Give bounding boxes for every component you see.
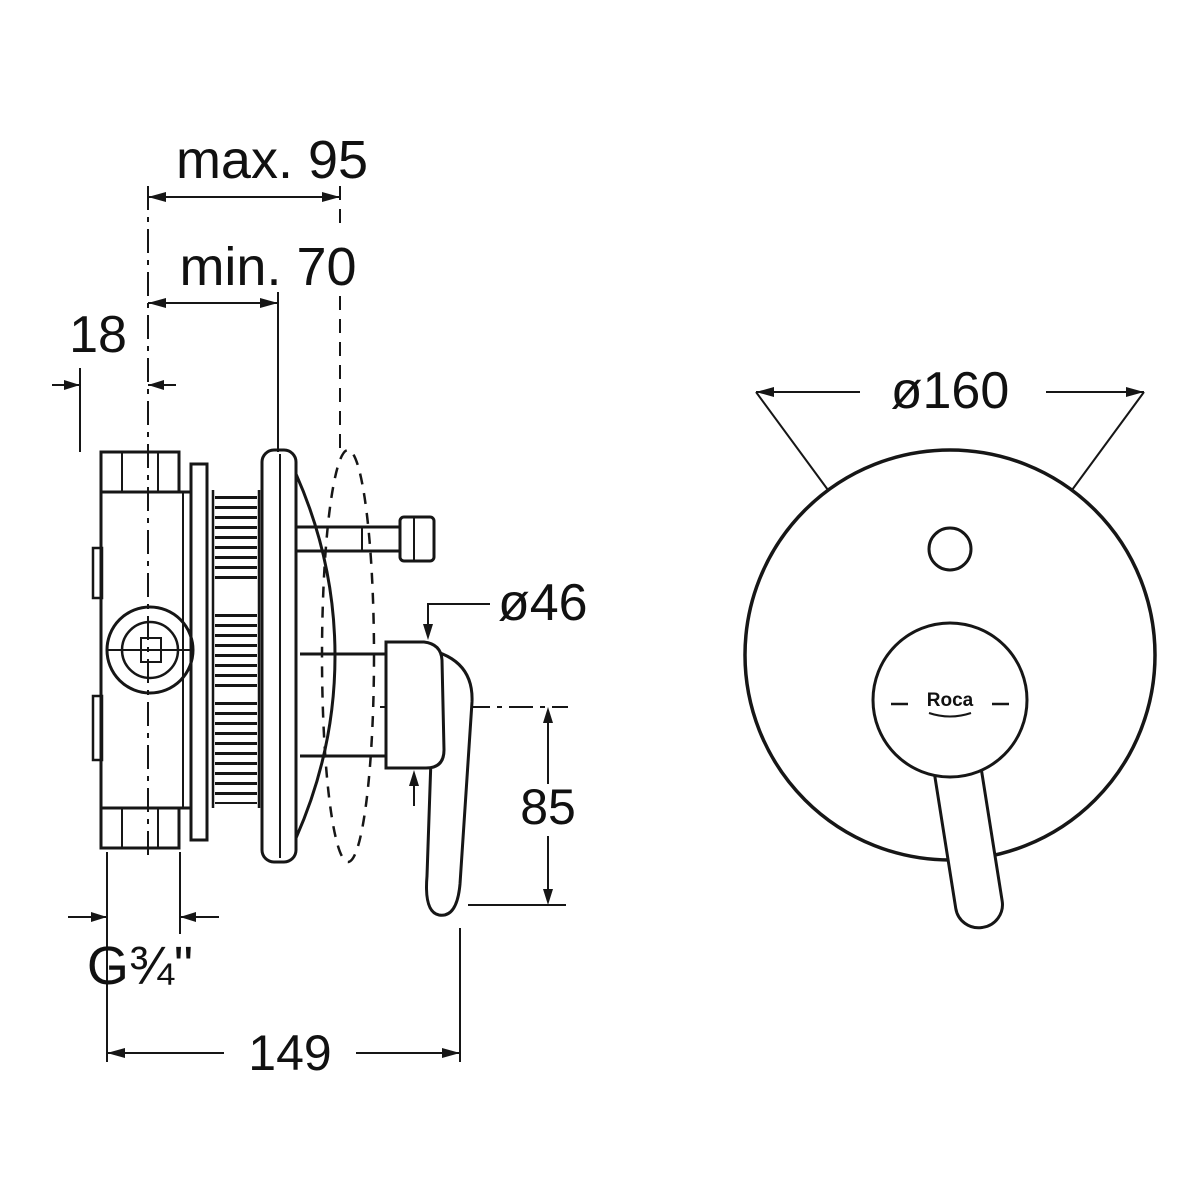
- dim-plate-diameter-label: ø160: [891, 362, 1010, 420]
- plate-dome-curve: [294, 473, 337, 839]
- dimension-labels: max. 95 min. 70 18 ø46 85 G¾" 149 ø160: [69, 130, 1009, 1081]
- dim-lever-drop-label: 85: [520, 779, 576, 835]
- dimension-arrowheads: [64, 192, 1144, 1058]
- front-view: Roca: [743, 448, 1157, 930]
- handle-sleeve-side: [384, 640, 446, 770]
- plate-max-position: [320, 448, 376, 864]
- roca-brand-label: Roca: [927, 690, 974, 711]
- dim-thread-label: G¾": [87, 936, 193, 996]
- cartridge-circle: [105, 605, 195, 695]
- mounting-threads: [211, 490, 261, 808]
- valve-body: [91, 450, 209, 850]
- dim-min-depth-label: min. 70: [179, 237, 356, 297]
- mounting-plate-side: [260, 448, 337, 864]
- handle-side: [300, 640, 474, 917]
- handle-base-front: [871, 621, 1029, 779]
- dim-wall-offset-label: 18: [69, 306, 127, 364]
- diverter-pin-side: [296, 515, 436, 563]
- roca-logo: Roca: [891, 690, 1009, 718]
- dim-total-depth-label: 149: [248, 1025, 331, 1081]
- diverter-button-front: [927, 526, 973, 572]
- dim-max-depth-label: max. 95: [176, 130, 368, 190]
- dim-sleeve-diameter-label: ø46: [498, 574, 588, 632]
- dimension-lines: [52, 196, 1145, 1062]
